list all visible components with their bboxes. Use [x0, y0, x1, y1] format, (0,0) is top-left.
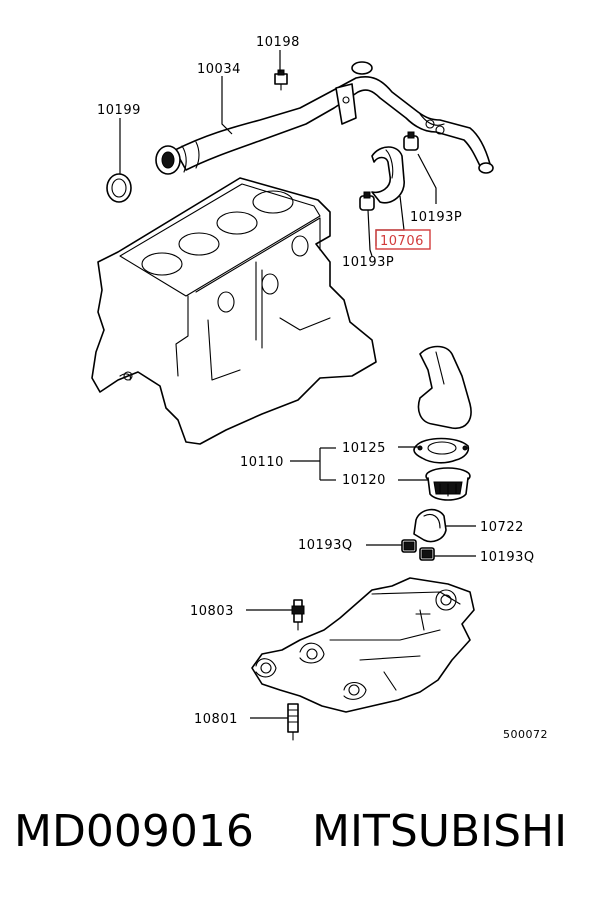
gasket-10125-part	[413, 437, 470, 464]
o-ring-10199-part	[106, 173, 132, 203]
part-labels: 10198 10034 10199 10193P 10706 10193P 10…	[97, 35, 548, 741]
footer-brand: MITSUBISHI	[312, 806, 568, 857]
clamp-10193q-left-part	[401, 539, 417, 553]
label-10193p-upper: 10193P	[410, 210, 462, 225]
sensor-10803-part	[291, 599, 305, 631]
label-10198: 10198	[256, 35, 300, 50]
hose-10706-part	[371, 146, 405, 204]
thermostat-10120-part	[425, 467, 471, 501]
sensor-10801-part	[287, 703, 299, 741]
clamp-10193q-right-part	[419, 547, 435, 561]
footer: MD009016 MITSUBISHI	[0, 806, 600, 876]
engine-block-part	[91, 177, 377, 445]
label-10193q-left: 10193Q	[298, 538, 353, 553]
label-10193q-right: 10193Q	[480, 550, 535, 565]
label-10722: 10722	[480, 520, 524, 535]
hose-10722-part	[413, 508, 447, 543]
label-10706: 10706	[380, 234, 424, 249]
label-10801: 10801	[194, 712, 238, 727]
label-10125: 10125	[342, 441, 386, 456]
figure-code: 500072	[503, 728, 548, 741]
label-10193p-lower: 10193P	[342, 255, 394, 270]
label-10120: 10120	[342, 473, 386, 488]
clamp-10193p-upper-part	[403, 131, 419, 151]
water-pipe-10034-part	[155, 61, 494, 175]
label-10110: 10110	[240, 455, 284, 470]
leader-lines	[119, 50, 476, 719]
footer-part-number: MD009016	[14, 806, 254, 857]
manifold-part	[251, 577, 475, 713]
clamp-10193p-lower-part	[359, 191, 375, 211]
label-10199: 10199	[97, 103, 141, 118]
highlight-box-10706	[375, 229, 431, 250]
label-10803: 10803	[190, 604, 234, 619]
water-outlet-part	[417, 345, 472, 429]
label-10034: 10034	[197, 62, 241, 77]
bolt-10198-part	[274, 69, 288, 91]
